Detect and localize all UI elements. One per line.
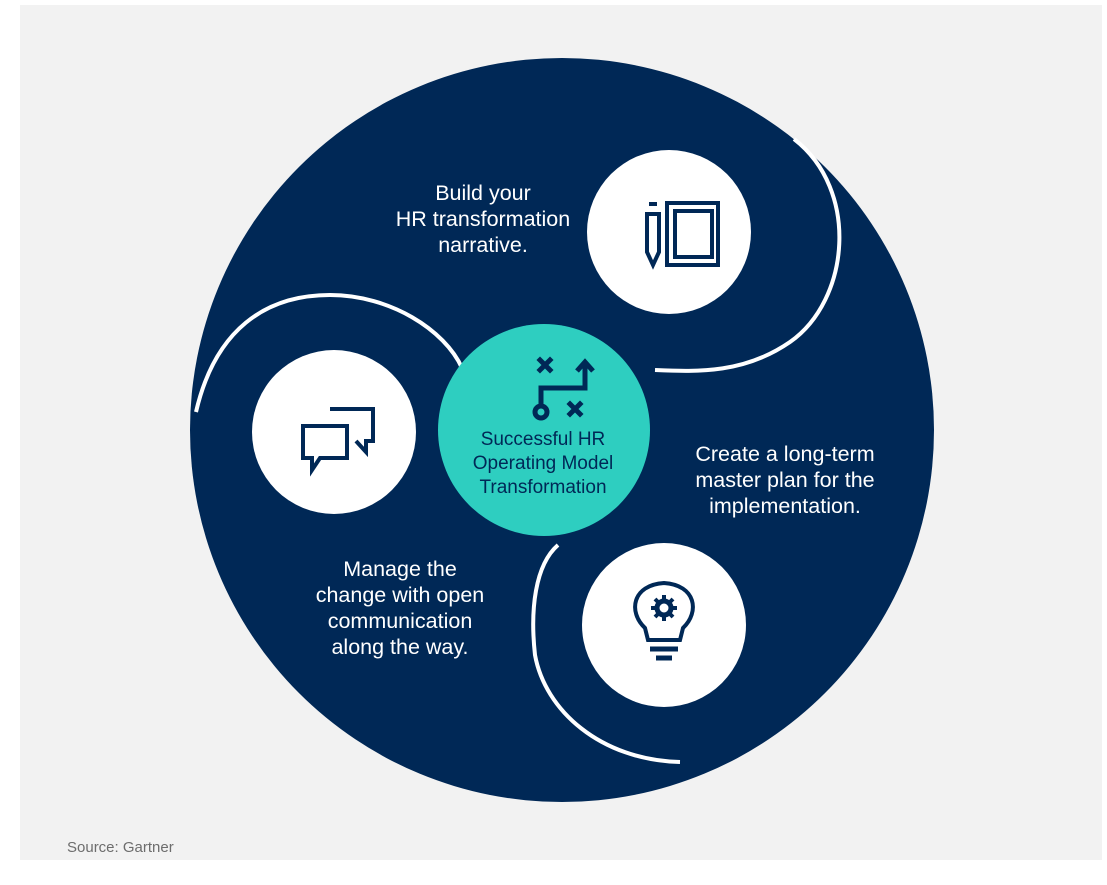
center-title: Successful HR Operating Model Transforma… [448,428,638,500]
center-title-line-2: Operating Model [472,453,614,474]
chat-bubbles-icon [301,407,375,477]
notebook-pencil-icon [645,201,720,270]
step-master-plan-line-1: Create a long-term [695,442,875,466]
step-communication-line-4: along the way. [331,635,469,659]
step-communication-line-2: change with open [315,583,485,607]
step-label-communication: Manage the change with open communicatio… [280,556,520,660]
lightbulb-gear-icon [633,580,695,661]
center-title-line-3: Transformation [479,477,607,498]
separator-left [194,292,464,413]
source-note: Source: Gartner [67,839,174,856]
step-narrative-line-1: Build your [435,181,531,205]
step-circle-master-plan [582,543,746,707]
step-narrative-line-3: narrative. [438,233,528,257]
center-title-line-1: Successful HR [480,429,606,450]
step-master-plan-line-2: master plan for the [695,468,875,492]
step-narrative-line-2: HR transformation [395,207,571,231]
step-communication-line-3: communication [327,609,473,633]
step-label-narrative: Build your HR transformation narrative. [363,180,603,258]
step-label-master-plan: Create a long-term master plan for the i… [655,441,915,519]
separator-bottom [531,543,681,764]
step-master-plan-line-3: implementation. [709,494,861,518]
center-circle [438,324,650,536]
step-communication-line-1: Manage the [343,557,457,581]
separator-top-right [654,137,842,373]
strategy-path-icon [532,356,595,421]
